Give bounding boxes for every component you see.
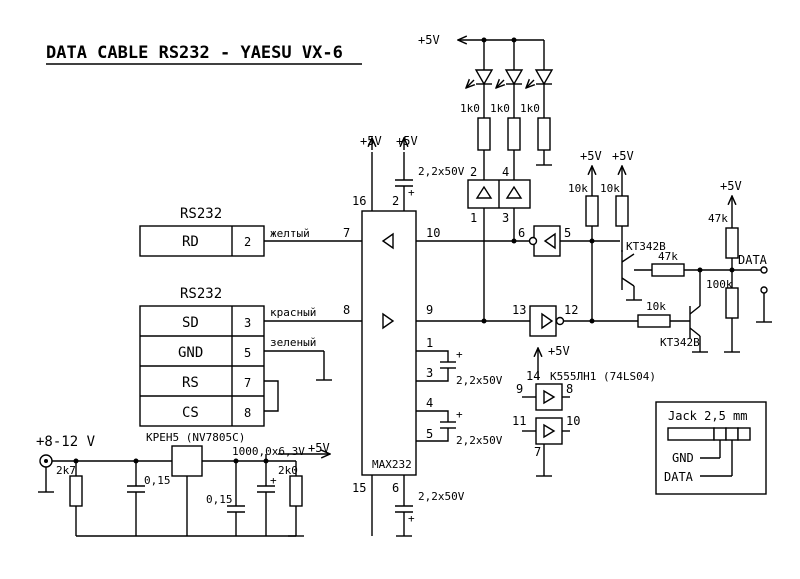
max-pin-16: 16 [352, 194, 366, 208]
r-2k0-value: 2k0 [278, 464, 298, 477]
gate1-pin-in: 6 [518, 226, 525, 240]
input-voltage-label: +8-12 V [36, 434, 96, 450]
wire-red-label: красный [270, 306, 316, 319]
gate3-pin-out: 8 [566, 382, 573, 396]
r-10k-2-value: 10k [600, 182, 620, 195]
transistor-stage: +5V 10k +5V 10k КТ342В 47k 10k [568, 149, 772, 353]
cap-pin6-value: 2,2x50V [418, 490, 465, 503]
r-10k-1-value: 10k [568, 182, 588, 195]
rs232-rd-label: RD [182, 234, 199, 250]
max-pin-7: 7 [343, 226, 350, 240]
r-100k-value: 100k [706, 278, 733, 291]
max-pin-8: 8 [343, 303, 350, 317]
gate1-pin-out: 5 [564, 226, 571, 240]
svg-text:+: + [408, 186, 415, 199]
cap-pin4-5-value: 2,2x50V [456, 434, 503, 447]
r-47k-series-value: 47k [658, 250, 678, 263]
vcc-label-data: +5V [720, 179, 742, 193]
transistor-2-label: КТ342В [660, 336, 700, 349]
rs232-rs-pin: 7 [244, 376, 251, 390]
jack-title: Jack 2,5 mm [668, 409, 747, 423]
opto-pin-1: 1 [470, 211, 477, 225]
r-led2-value: 1k0 [490, 102, 510, 115]
gate4-pin-out: 10 [566, 414, 580, 428]
opto-pin-4: 4 [502, 165, 509, 179]
rs232-cs-pin: 8 [244, 406, 251, 420]
svg-text:+: + [408, 512, 415, 525]
vcc-label-led: +5V [418, 33, 440, 47]
diagram-title: DATA CABLE RS232 - YAESU VX-6 [46, 43, 343, 63]
vcc-label-r10k-2: +5V [612, 149, 634, 163]
max-pin-10: 10 [426, 226, 440, 240]
max-pin-3: 3 [426, 366, 433, 380]
cap-input-value: 0,15 [144, 474, 171, 487]
vcc-label-r10k-1: +5V [580, 149, 602, 163]
transistor-1-label: КТ342В [626, 240, 666, 253]
max-pin-4: 4 [426, 396, 433, 410]
rs232-sd-pin: 3 [244, 316, 251, 330]
max-pin-15: 15 [352, 481, 366, 495]
rs232-rs-label: RS [182, 375, 199, 391]
max-pin-6: 6 [392, 481, 399, 495]
rs232-gnd-pin: 5 [244, 346, 251, 360]
wire-yellow-label: желтый [270, 227, 310, 240]
max-pin-1: 1 [426, 336, 433, 350]
ic-pin-7: 7 [534, 445, 541, 459]
rs232-sd-connector: RS232 SD 3 GND 5 RS 7 CS 8 красный 8 зел… [139, 286, 362, 427]
max-pin-2: 2 [392, 194, 399, 208]
svg-text:+: + [456, 408, 463, 421]
rs232-gnd-label: GND [178, 345, 203, 361]
r-led1-value: 1k0 [460, 102, 480, 115]
r-47k-pullup-value: 47k [708, 212, 728, 225]
max232-label: MAX232 [372, 458, 412, 471]
cap-elec-value: 1000,0x6,3V [232, 445, 305, 458]
max-pin-5: 5 [426, 427, 433, 441]
vcc-label-psu: +5V [308, 441, 330, 455]
rs232-bottom-heading: RS232 [180, 286, 222, 302]
power-supply: +8-12 V 2k7 0,15 КРЕН5 (NV7805C) 1000,0x… [36, 431, 330, 537]
inverter-gate-2: 13 12 [512, 303, 638, 337]
gate2-pin-in: 13 [512, 303, 526, 317]
cap-output-value: 0,15 [206, 493, 233, 506]
jack-gnd-label: GND [672, 451, 694, 465]
r-10k-base-value: 10k [646, 300, 666, 313]
max232-chip: MAX232 16 +5V + 2 +5V 2,2x50V 10 9 1 3 +… [352, 134, 503, 537]
regulator-label: КРЕН5 (NV7805C) [146, 431, 245, 444]
svg-text:+: + [456, 348, 463, 361]
rs232-cs-label: CS [182, 405, 199, 421]
jack-data-label: DATA [664, 470, 694, 484]
inverter-gate-1: 6 5 [518, 225, 620, 257]
vcc-label-max-cap: +5V [396, 134, 418, 148]
rs232-sd-label: SD [182, 315, 199, 331]
rs232-rd-pin: 2 [244, 235, 251, 249]
ic-pin-14: 14 [526, 369, 540, 383]
r-2k7-value: 2k7 [56, 464, 76, 477]
jack-inset: Jack 2,5 mm GND DATA [655, 401, 767, 495]
ic-label: К555ЛН1 (74LS04) [550, 370, 656, 383]
opto-pin-3: 3 [502, 211, 509, 225]
svg-text:+: + [270, 474, 277, 487]
max-pin-9: 9 [426, 303, 433, 317]
led-array: +5V 1k0 1k0 1k0 2 4 [418, 33, 554, 324]
opto-pin-2: 2 [470, 165, 477, 179]
cap-pin2-value: 2,2x50V [418, 165, 465, 178]
inverter-spare-pair: +5V 14 К555ЛН1 (74LS04) 9 8 11 10 7 [512, 344, 656, 477]
r-led3-value: 1k0 [520, 102, 540, 115]
wire-green-label: зеленый [270, 336, 316, 349]
rs232-top-heading: RS232 [180, 206, 222, 222]
rs232-rd-connector: RS232 RD 2 желтый 7 [139, 206, 362, 257]
gate4-pin-in: 11 [512, 414, 526, 428]
data-output-label: DATA [738, 253, 768, 267]
vcc-label-ic: +5V [548, 344, 570, 358]
cap-pin1-3-value: 2,2x50V [456, 374, 503, 387]
gate3-pin-in: 9 [516, 382, 523, 396]
vcc-label-max: +5V [360, 134, 382, 148]
gate2-pin-out: 12 [564, 303, 578, 317]
